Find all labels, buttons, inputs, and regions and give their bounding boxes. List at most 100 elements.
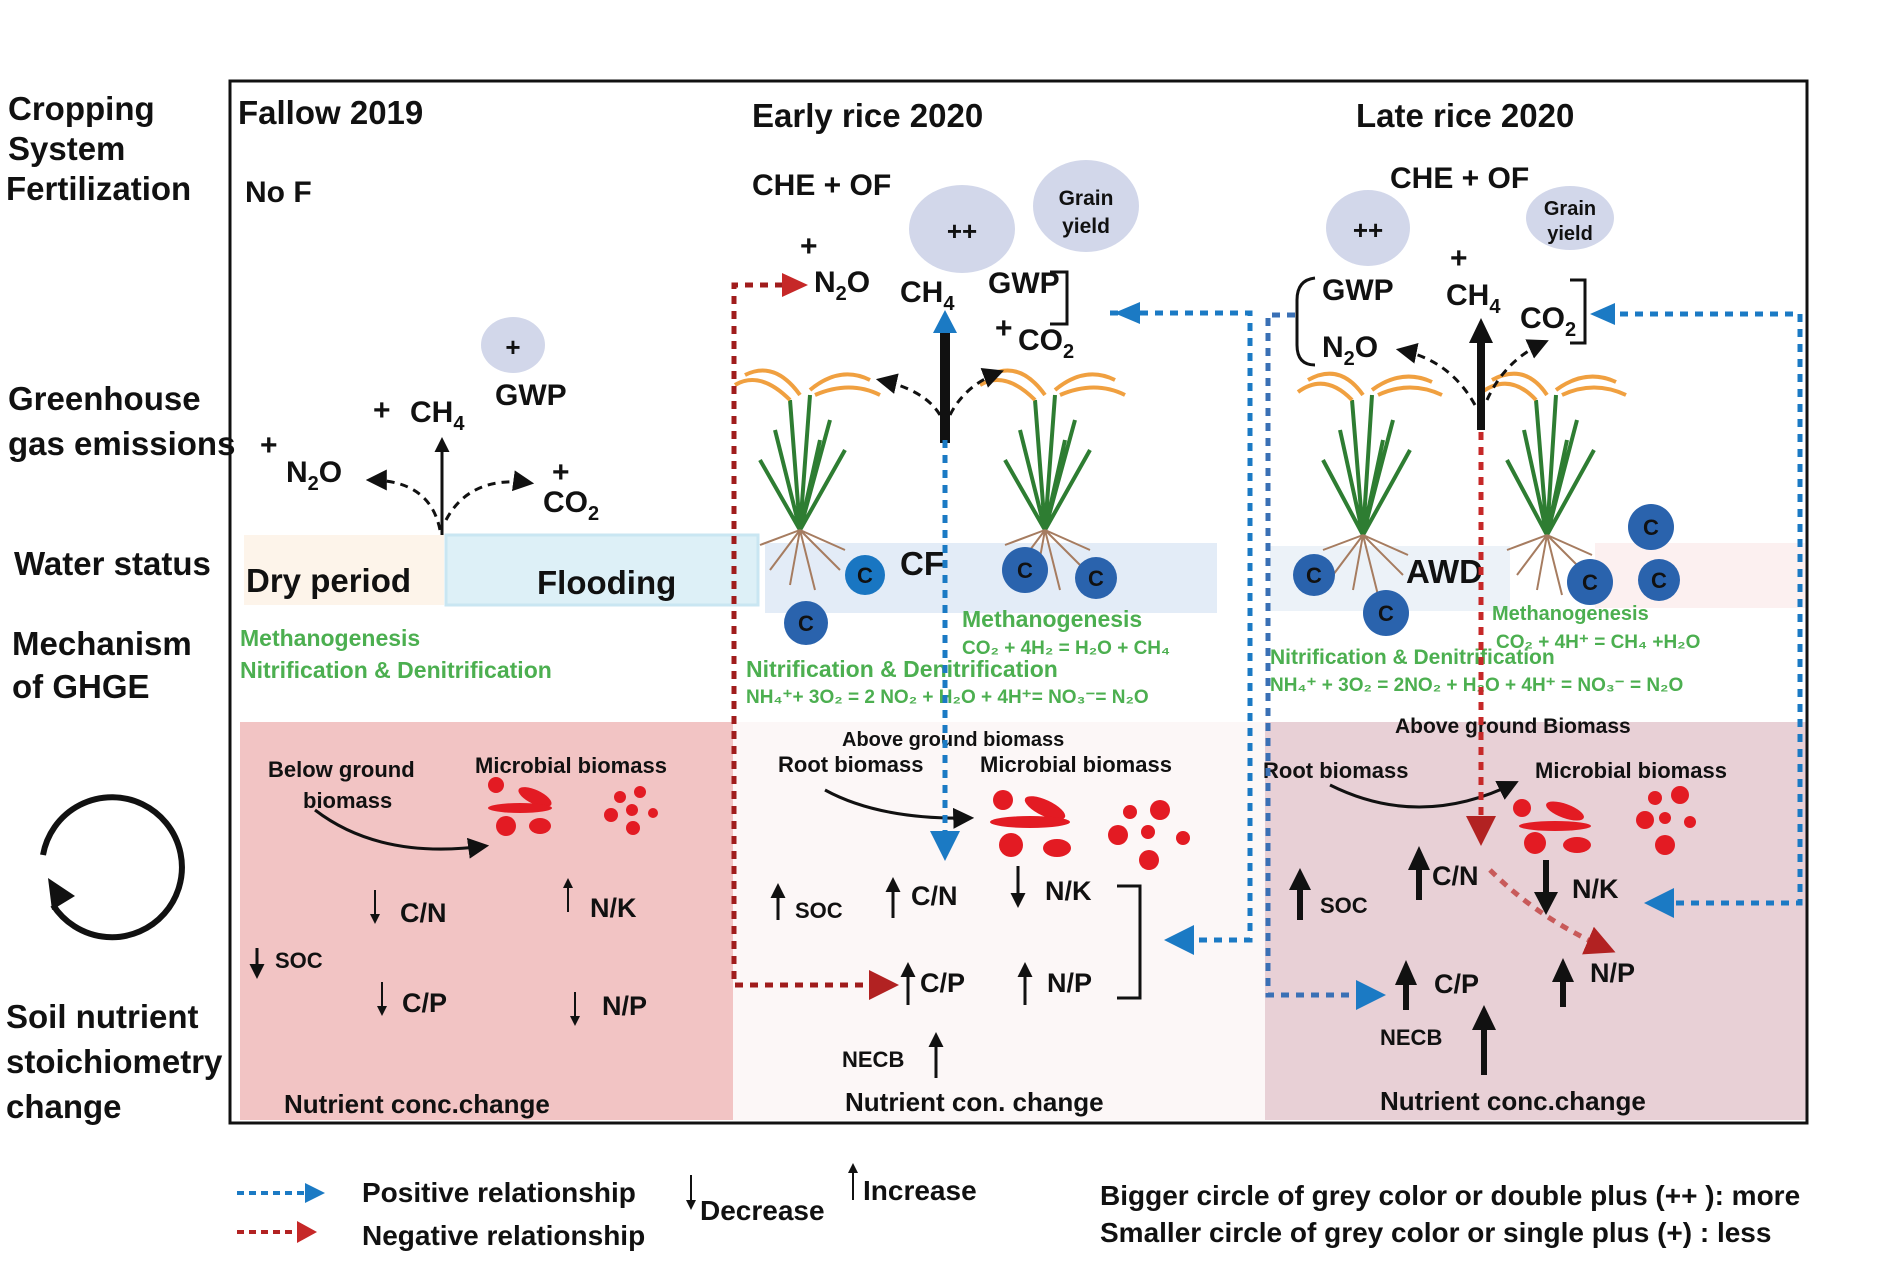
fallow-ch4-plus: +	[373, 394, 391, 427]
early-ch4: CH4	[900, 276, 955, 315]
early-soil-panel	[733, 722, 1265, 1120]
fallow-nk: N/K	[563, 878, 637, 923]
late-n2o-dashed-arrow	[1395, 343, 1477, 406]
legend-less: Smaller circle of grey color or single p…	[1100, 1217, 1771, 1248]
svg-text:N/P: N/P	[1047, 968, 1092, 998]
row-label-cropping: Cropping System Fertilization	[6, 90, 191, 207]
late-carbon-circles: C C C C C	[1293, 504, 1680, 636]
svg-text:C: C	[857, 563, 873, 588]
fallow-n2o-arrow	[365, 469, 442, 531]
legend-positive: Positive relationship	[237, 1177, 636, 1208]
fallow-below-ground-1: Below ground	[268, 757, 415, 782]
early-fertilization: CHE + OF	[752, 169, 891, 202]
early-co2-plus: +	[995, 312, 1013, 345]
flooding-bar	[444, 533, 760, 607]
row-label-ghg: Greenhouse gas emissions	[8, 380, 235, 462]
svg-text:Greenhouse: Greenhouse	[8, 380, 201, 417]
svg-text:C: C	[1017, 558, 1033, 583]
late-negative-link-cn-np	[1488, 868, 1616, 955]
early-cp: C/P	[900, 962, 965, 1005]
late-gwp-circle-label: ++	[1353, 215, 1383, 245]
svg-text:SOC: SOC	[1320, 893, 1368, 918]
fallow-n2o: N2O	[286, 456, 342, 495]
svg-text:C/N: C/N	[911, 881, 958, 911]
early-negative-link-arrowhead	[782, 273, 808, 297]
fallow-ch4: CH4	[410, 396, 465, 435]
row-label-water: Water status	[14, 545, 211, 582]
svg-text:C/P: C/P	[402, 988, 447, 1018]
late-positive-link-co2-nk	[1620, 311, 1803, 918]
early-microbial: Microbial biomass	[980, 752, 1172, 777]
late-nk: N/K	[1534, 860, 1619, 915]
cf-water-bar	[765, 543, 1217, 613]
early-carbon-circles: C C C C	[784, 547, 1117, 645]
early-rice-plant-left	[733, 368, 881, 591]
fallow-gwp: GWP	[495, 379, 567, 412]
cycle-icon	[40, 794, 185, 941]
svg-text:Soil nutrient: Soil nutrient	[6, 998, 199, 1035]
late-mech-meth-eq: CO₂ + 4H⁺ = CH₄ +H₂O	[1496, 632, 1700, 653]
late-soc: SOC	[1289, 868, 1368, 920]
legend-negative: Negative relationship	[237, 1220, 645, 1251]
fallow-mechanism-2: Nitrification & Denitrification	[240, 657, 552, 683]
svg-text:C: C	[1643, 515, 1659, 540]
early-co2: CO2	[1018, 324, 1074, 363]
svg-text:C/N: C/N	[1432, 861, 1479, 891]
early-grain-yield-1: Grain	[1059, 187, 1114, 210]
late-title: Late rice 2020	[1356, 97, 1574, 134]
late-co2-dashed-arrow	[1485, 339, 1549, 401]
early-title: Early rice 2020	[752, 97, 983, 134]
early-biomass-arrow	[824, 788, 975, 829]
svg-text:N/K: N/K	[590, 893, 637, 923]
fallow-co2-arrow	[444, 470, 535, 521]
fallow-title: Fallow 2019	[238, 94, 423, 131]
svg-text:Negative relationship: Negative relationship	[362, 1220, 645, 1251]
late-fertilization: CHE + OF	[1390, 162, 1529, 195]
late-grain-yield-1: Grain	[1544, 198, 1596, 220]
late-co2: CO2	[1520, 302, 1576, 341]
fallow-dry-period: Dry period	[246, 562, 411, 599]
fallow-cn: C/N	[370, 890, 447, 928]
svg-text:gas emissions: gas emissions	[8, 425, 235, 462]
svg-text:C: C	[1651, 568, 1667, 593]
late-grain-yield-circle	[1526, 186, 1614, 250]
svg-text:Increase: Increase	[863, 1175, 977, 1206]
late-mech-nit: Nitrification & Denitrification	[1270, 646, 1555, 669]
fallow-soil-panel	[240, 722, 733, 1120]
legend-more: Bigger circle of grey color or double pl…	[1100, 1180, 1800, 1211]
early-n2o-dashed-arrow	[875, 373, 942, 416]
svg-text:C: C	[1378, 601, 1394, 626]
late-above-ground: Above ground Biomass	[1395, 715, 1631, 738]
svg-text:N/P: N/P	[1590, 958, 1635, 988]
svg-text:N/P: N/P	[602, 991, 647, 1021]
late-ch4: CH4	[1446, 279, 1501, 318]
fallow-np: N/P	[570, 991, 647, 1026]
late-ch4-arrowhead	[1469, 318, 1493, 343]
svg-text:C/P: C/P	[1434, 969, 1479, 999]
early-gas-bracket	[1050, 270, 1069, 326]
late-biomass-arrow	[1329, 781, 1519, 809]
svg-text:C: C	[798, 611, 814, 636]
late-left-bracket	[1295, 276, 1316, 367]
early-gwp-circle-label: ++	[947, 216, 977, 246]
late-gwp: GWP	[1322, 274, 1394, 307]
svg-text:stoichiometry: stoichiometry	[6, 1043, 223, 1080]
svg-text:Cropping: Cropping	[8, 90, 155, 127]
main-frame	[228, 79, 1809, 1125]
early-gwp-arrowhead	[1114, 302, 1140, 324]
early-microbes-icon	[990, 790, 1190, 870]
fallow-soc: SOC	[249, 948, 323, 979]
fallow-microbial: Microbial biomass	[475, 753, 667, 778]
svg-text:System: System	[8, 130, 125, 167]
row-label-mechanism: Mechanism of GHGE	[12, 625, 192, 705]
early-soc: SOC	[770, 883, 843, 923]
late-mech-meth: Methanogenesis	[1492, 603, 1649, 625]
early-nk: N/K	[1010, 866, 1092, 908]
late-rice-plant-left	[1296, 371, 1443, 596]
early-root-biomass: Root biomass	[778, 752, 923, 777]
svg-text:C: C	[1582, 570, 1598, 595]
early-mech-meth-eq: CO₂ + 4H₂ = H₂O + CH₄	[962, 638, 1170, 659]
early-above-ground: Above ground biomass	[842, 729, 1064, 751]
late-gwp-circle	[1326, 190, 1410, 266]
